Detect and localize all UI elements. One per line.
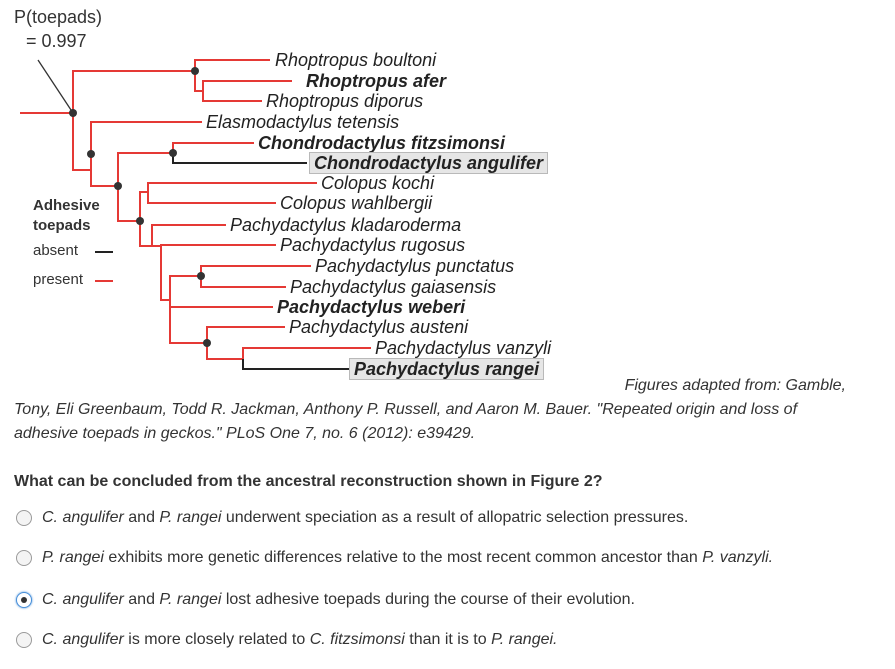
legend-absent-swatch [95,251,113,253]
radio-button[interactable] [16,510,32,526]
branch [206,343,371,360]
taxon-label: Rhoptropus boultoni [275,50,437,70]
taxon-label: Rhoptropus afer [306,71,447,91]
branch [169,300,273,308]
taxon-label: Colopus kochi [321,173,435,193]
node [197,272,205,280]
branch [200,276,286,288]
answer-option-1[interactable]: C. angulifer and P. rangei underwent spe… [16,509,688,527]
legend-present-label: present [33,271,84,288]
taxon-label: Pachydactylus punctatus [315,256,515,276]
p-toepads-title: P(toepads) [14,7,103,27]
node [169,149,177,157]
tree-diagram [20,59,371,370]
branch [72,59,270,92]
branch [202,91,262,102]
branch [172,153,307,164]
taxon-label: Colopus wahlbergii [280,193,433,213]
legend-title-line1: Adhesive [33,197,100,214]
taxon-label: Chondrodactylus fitzsimonsi [258,133,506,153]
taxon-label: Pachydactylus vanzyli [375,338,552,358]
radio-button[interactable] [16,632,32,648]
branch [152,244,276,247]
question-text: What can be concluded from the ancestral… [14,473,603,490]
node [191,67,199,75]
radio-button-selected[interactable] [16,592,32,608]
option-text: C. angulifer and P. rangei lost adhesive… [42,591,635,608]
taxon-label-highlighted: Pachydactylus rangei [349,358,545,380]
branch [72,113,91,171]
citation-line: Figures adapted from: Gamble, [624,377,846,394]
legend-absent-label: absent [33,242,79,259]
node [87,150,95,158]
citation-line: adhesive toepads in geckos." PLoS One 7,… [14,425,476,442]
branch [242,359,350,370]
option-text: C. angulifer is more closely related to … [42,631,558,648]
legend-present-swatch [95,280,113,282]
legend-title-line2: toepads [33,217,91,234]
taxon-label: Pachydactylus weberi [277,297,466,317]
branch [139,221,226,247]
branch [90,170,118,187]
taxon-label: Rhoptropus diporus [266,91,424,111]
taxon-label: Pachydactylus rugosus [280,235,466,255]
taxon-label: Pachydactylus gaiasensis [290,277,497,297]
figure-citation: Figures adapted from: Gamble, Tony, Eli … [14,374,874,446]
option-text: C. angulifer and P. rangei underwent spe… [42,509,689,526]
taxon-label: Elasmodactylus tetensis [206,112,400,132]
pointer-line [37,59,74,114]
taxon-label: Pachydactylus austeni [289,317,469,337]
branch [117,142,254,186]
branch [160,246,170,301]
p-toepads-value: = 0.997 [26,31,87,51]
answer-option-2[interactable]: P. rangei exhibits more genetic differen… [16,549,773,567]
phylogeny-figure: P(toepads) = 0.997 Adhesive toepads abse… [0,0,600,385]
node [69,109,77,117]
citation-line: Tony, Eli Greenbaum, Todd R. Jackman, An… [14,401,798,418]
branch [169,300,207,344]
answer-option-4[interactable]: C. angulifer is more closely related to … [16,631,558,649]
taxon-label: Pachydactylus kladaroderma [230,215,462,235]
branch [206,326,285,343]
taxon-label-highlighted: Chondrodactylus angulifer [309,152,549,174]
branch [117,186,140,222]
answer-option-3[interactable]: C. angulifer and P. rangei lost adhesive… [16,591,635,609]
branch [194,71,292,92]
node [114,182,122,190]
branch [147,192,276,204]
node [136,217,144,225]
radio-button[interactable] [16,550,32,566]
option-text: P. rangei exhibits more genetic differen… [42,549,774,566]
node [203,339,211,347]
